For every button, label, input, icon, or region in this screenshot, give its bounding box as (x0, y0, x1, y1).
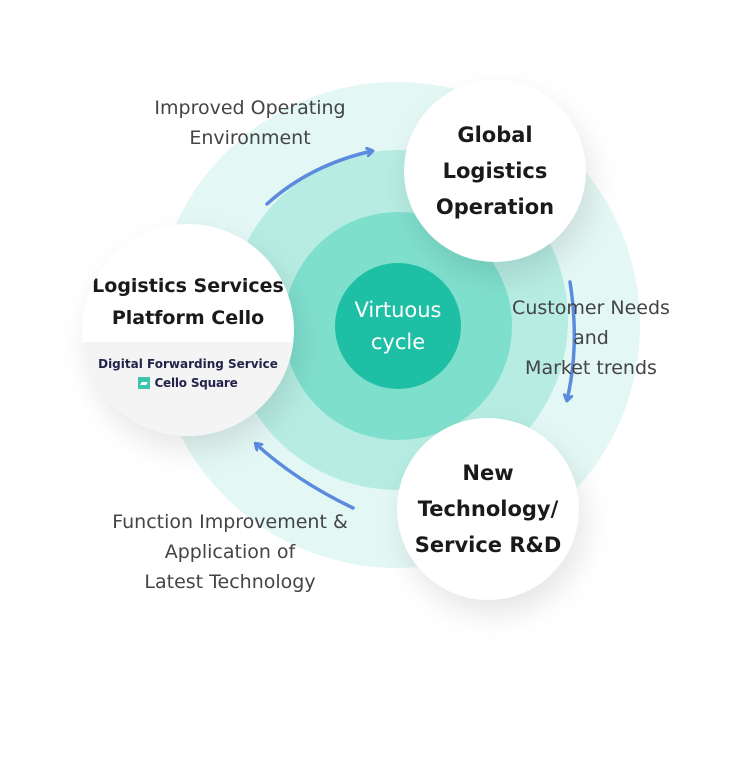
node-line: Operation (435, 195, 555, 219)
cello-square-name: Cello Square (154, 376, 238, 390)
label-line: Customer Needs (512, 297, 670, 319)
label-line: Improved Operating (154, 97, 346, 119)
label-line: and (573, 327, 609, 349)
cello-square-brand: Cello Square (138, 376, 238, 390)
node-logistics-services-platform: Logistics Services Platform Cello Digita… (82, 224, 294, 436)
core-line: Virtuous (354, 298, 442, 322)
label-line: Market trends (525, 357, 657, 379)
arrow-function (256, 444, 355, 510)
label-line: Latest Technology (144, 571, 316, 593)
node-line: New (462, 461, 514, 485)
node-new-technology-rnd: New Technology/ Service R&D (397, 418, 579, 600)
arrow-customer (567, 280, 577, 400)
label-line: Function Improvement & (112, 511, 348, 533)
arrow-improved (265, 151, 372, 206)
label-line: Environment (189, 127, 311, 149)
node-line: Technology/ (417, 497, 559, 521)
node-line: Platform Cello (111, 307, 265, 329)
node-line: Logistics Services (92, 275, 284, 297)
label-line: Application of (164, 541, 296, 563)
digital-forwarding-label: Digital Forwarding Service (98, 357, 278, 371)
label-customer-needs: Customer Needs and Market trends (496, 293, 686, 383)
virtuous-cycle-core: Virtuous cycle (335, 263, 461, 389)
cello-square-logo-icon (138, 377, 151, 389)
node-global-logistics-operation: Global Logistics Operation (404, 80, 586, 262)
label-improved-operating-environment: Improved Operating Environment (120, 93, 380, 153)
cello-subsection: Digital Forwarding Service Cello Square (82, 342, 294, 436)
label-function-improvement: Function Improvement & Application of La… (90, 507, 370, 597)
node-line: Global (457, 123, 533, 147)
core-line: cycle (370, 330, 426, 354)
node-line: Service R&D (414, 533, 562, 557)
node-line: Logistics (442, 159, 548, 183)
